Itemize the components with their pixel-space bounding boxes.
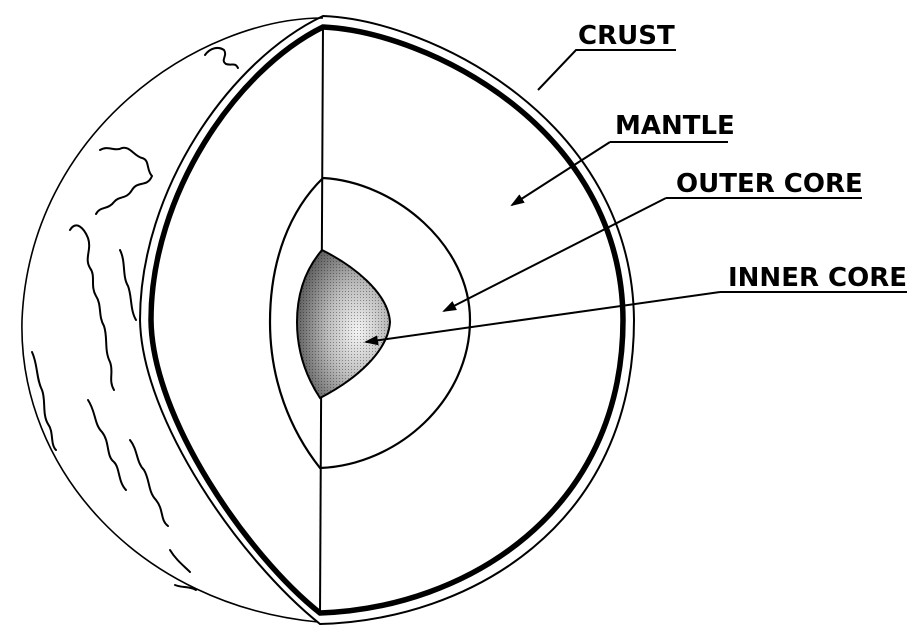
- continent-outlines: [32, 48, 238, 590]
- outer-core-leader: [444, 198, 862, 311]
- crust-label: CRUST: [578, 21, 675, 51]
- mantle-label: MANTLE: [615, 111, 735, 141]
- globe-outline: [22, 18, 323, 622]
- inner-core-leader: [366, 292, 907, 342]
- outer-core-label: OUTER CORE: [676, 169, 863, 199]
- crust-leader: [538, 50, 676, 90]
- inner-core-label: INNER CORE: [728, 263, 907, 293]
- inner-core-texture: [297, 250, 390, 398]
